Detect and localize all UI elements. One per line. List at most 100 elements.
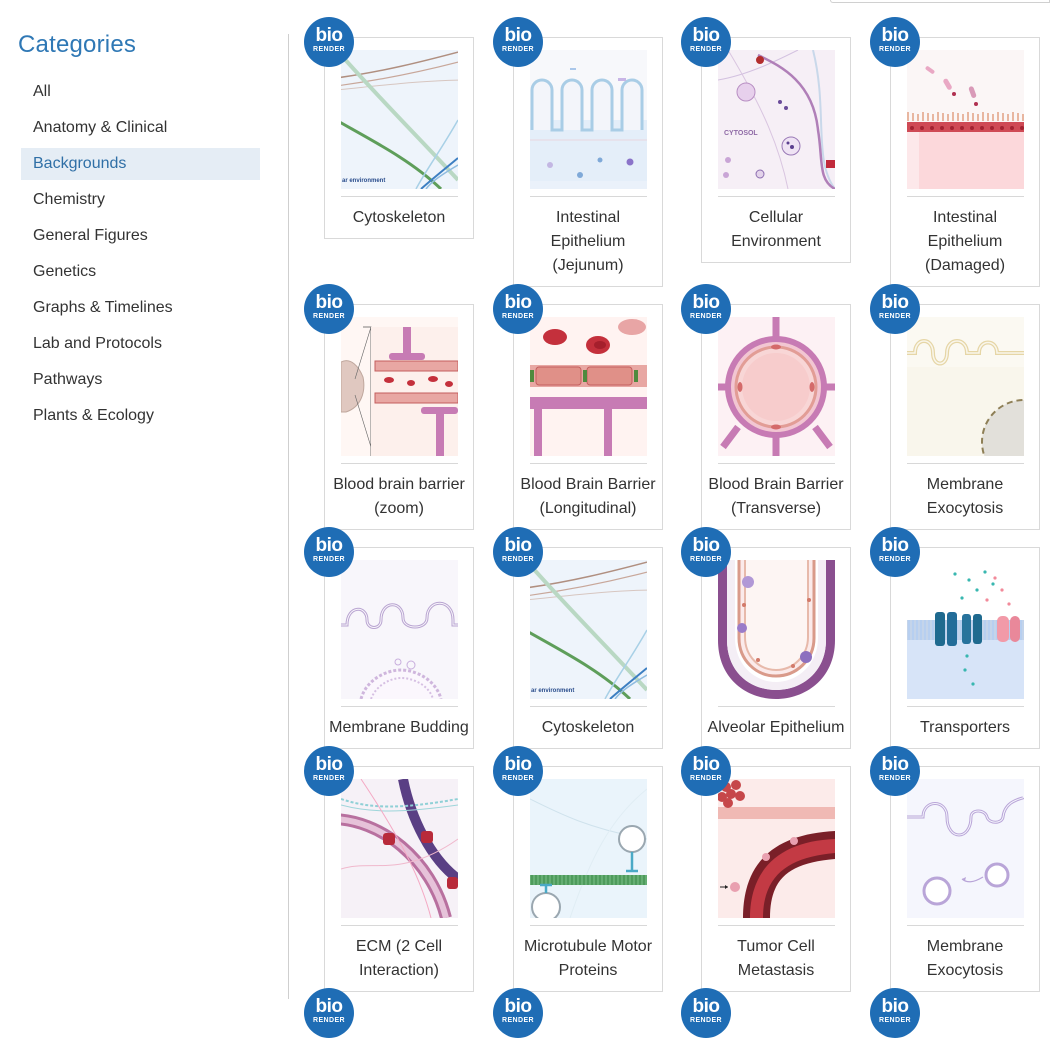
svg-text:CYTOSOL: CYTOSOL [724, 130, 758, 137]
card-title-line: Interaction) [358, 962, 440, 979]
card-title-line: Epithelium [927, 233, 1003, 250]
card-title-line: (Damaged) [924, 257, 1006, 274]
category-item-chemistry[interactable]: Chemistry [33, 191, 106, 208]
card-title-line: Tumor Cell [737, 938, 815, 955]
card-separator [907, 925, 1024, 926]
category-item-pathways[interactable]: Pathways [33, 371, 103, 388]
svg-text:ar environment: ar environment [342, 178, 385, 184]
card-title-line: Membrane [926, 476, 1004, 493]
card-title-line: Environment [731, 233, 821, 250]
card-title: Cytoskeleton [325, 206, 473, 230]
template-card-bbb-trans[interactable]: Blood Brain Barrier(Transverse) [701, 304, 851, 530]
card-title-line: Alveolar Epithelium [707, 719, 845, 736]
badge-subtext: RENDER [690, 1017, 722, 1024]
card-title: Alveolar Epithelium [702, 716, 850, 740]
card-separator [718, 463, 835, 464]
badge-subtext: RENDER [313, 1017, 345, 1024]
badge-subtext: RENDER [313, 46, 345, 53]
badge-text: bio [692, 292, 721, 313]
badge-text: bio [881, 535, 910, 556]
template-card-budding[interactable]: Membrane Budding [324, 547, 474, 749]
template-card-bbb-zoom[interactable]: Blood brain barrier (zoom) [324, 304, 474, 530]
card-separator [907, 463, 1024, 464]
card-title-line: Blood Brain Barrier [520, 476, 656, 493]
card-separator [718, 196, 835, 197]
badge-subtext: RENDER [690, 46, 722, 53]
category-item-general-figures[interactable]: General Figures [33, 227, 148, 244]
card-title-line: Exocytosis [926, 962, 1004, 979]
card-title-line: Epithelium [550, 233, 626, 250]
card-title: Blood Brain Barrier(Transverse) [702, 473, 850, 521]
thumbnail-image [341, 560, 458, 699]
card-title-line: Microtubule Motor [523, 938, 653, 955]
card-title-line: Cytoskeleton [352, 209, 446, 226]
template-card-transporters[interactable]: Transporters [890, 547, 1040, 749]
thumbnail-image [907, 560, 1024, 699]
svg-text:ar environment: ar environment [531, 688, 574, 694]
badge-subtext: RENDER [690, 775, 722, 782]
card-title-line: (zoom) [374, 500, 424, 517]
category-item-anatomy-clinical[interactable]: Anatomy & Clinical [33, 119, 168, 136]
badge-text: bio [881, 996, 910, 1017]
card-title-line: Intestinal [555, 209, 621, 226]
badge-subtext: RENDER [690, 313, 722, 320]
template-card-bbb-long[interactable]: Blood Brain Barrier (Longitudinal) [513, 304, 663, 530]
card-separator [341, 925, 458, 926]
card-separator [907, 706, 1024, 707]
category-item-all[interactable]: All [33, 83, 51, 100]
thumbnail-image [530, 317, 647, 456]
badge-text: bio [315, 292, 344, 313]
thumbnail-image [907, 50, 1024, 189]
search-box-edge[interactable] [830, 0, 1050, 3]
thumbnail-image [341, 779, 458, 918]
badge-text: bio [692, 25, 721, 46]
card-separator [530, 463, 647, 464]
badge-subtext: RENDER [879, 775, 911, 782]
thumbnail-image: ar environment [341, 50, 458, 189]
template-card-alveolar[interactable]: Alveolar Epithelium [701, 547, 851, 749]
category-item-graphs-timelines[interactable]: Graphs & Timelines [33, 299, 173, 316]
card-title-line: Proteins [558, 962, 618, 979]
card-title-line: (Longitudinal) [539, 500, 637, 517]
category-item-lab-and-protocols[interactable]: Lab and Protocols [33, 335, 162, 352]
category-item-backgrounds[interactable]: Backgrounds [21, 148, 260, 180]
badge-subtext: RENDER [502, 313, 534, 320]
category-item-genetics[interactable]: Genetics [33, 263, 97, 280]
thumbnail-image [530, 779, 647, 918]
card-title: Blood Brain Barrier (Longitudinal) [514, 473, 662, 521]
thumbnail-image: ar environment [530, 560, 647, 699]
card-separator [907, 196, 1024, 197]
category-item-plants-ecology[interactable]: Plants & Ecology [33, 407, 154, 424]
card-title-line: Blood brain barrier [333, 476, 465, 493]
sidebar-divider [288, 34, 289, 999]
badge-text: bio [315, 535, 344, 556]
card-title-line: (Transverse) [730, 500, 822, 517]
card-separator [530, 925, 647, 926]
